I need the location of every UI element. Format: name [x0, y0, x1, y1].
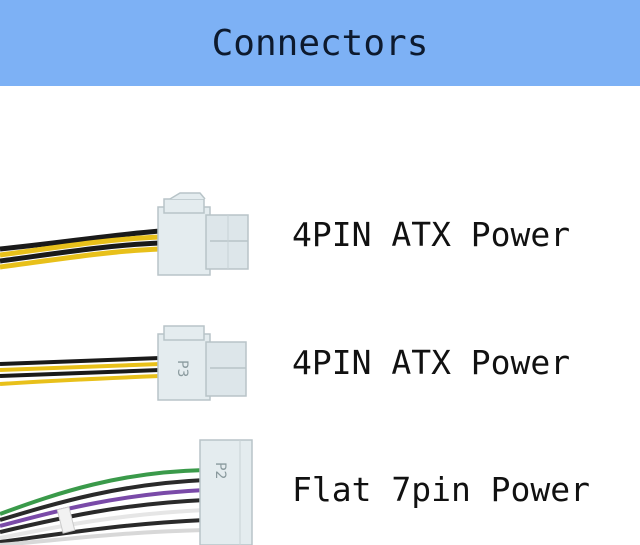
- connector-4pin-image-2: P3: [0, 325, 247, 401]
- connector-row-1: 4PIN ATX Power: [0, 185, 640, 285]
- housing-marking-p2: P2: [212, 462, 228, 479]
- connector-label-1: 4PIN ATX Power: [292, 215, 571, 254]
- header-banner: Connectors: [0, 0, 640, 86]
- connector-label-3: Flat 7pin Power: [292, 470, 591, 509]
- housing-marking-p3: P3: [174, 360, 190, 377]
- connector-row-3: P2 Flat 7pin Power: [0, 432, 640, 545]
- connector-label-2: 4PIN ATX Power: [292, 343, 571, 382]
- connector-row-2: P3 4PIN ATX Power: [0, 318, 640, 408]
- connector-4pin-image-1: [0, 192, 249, 276]
- page-title: Connectors: [211, 22, 429, 64]
- connector-7pin-image: P2: [0, 439, 253, 545]
